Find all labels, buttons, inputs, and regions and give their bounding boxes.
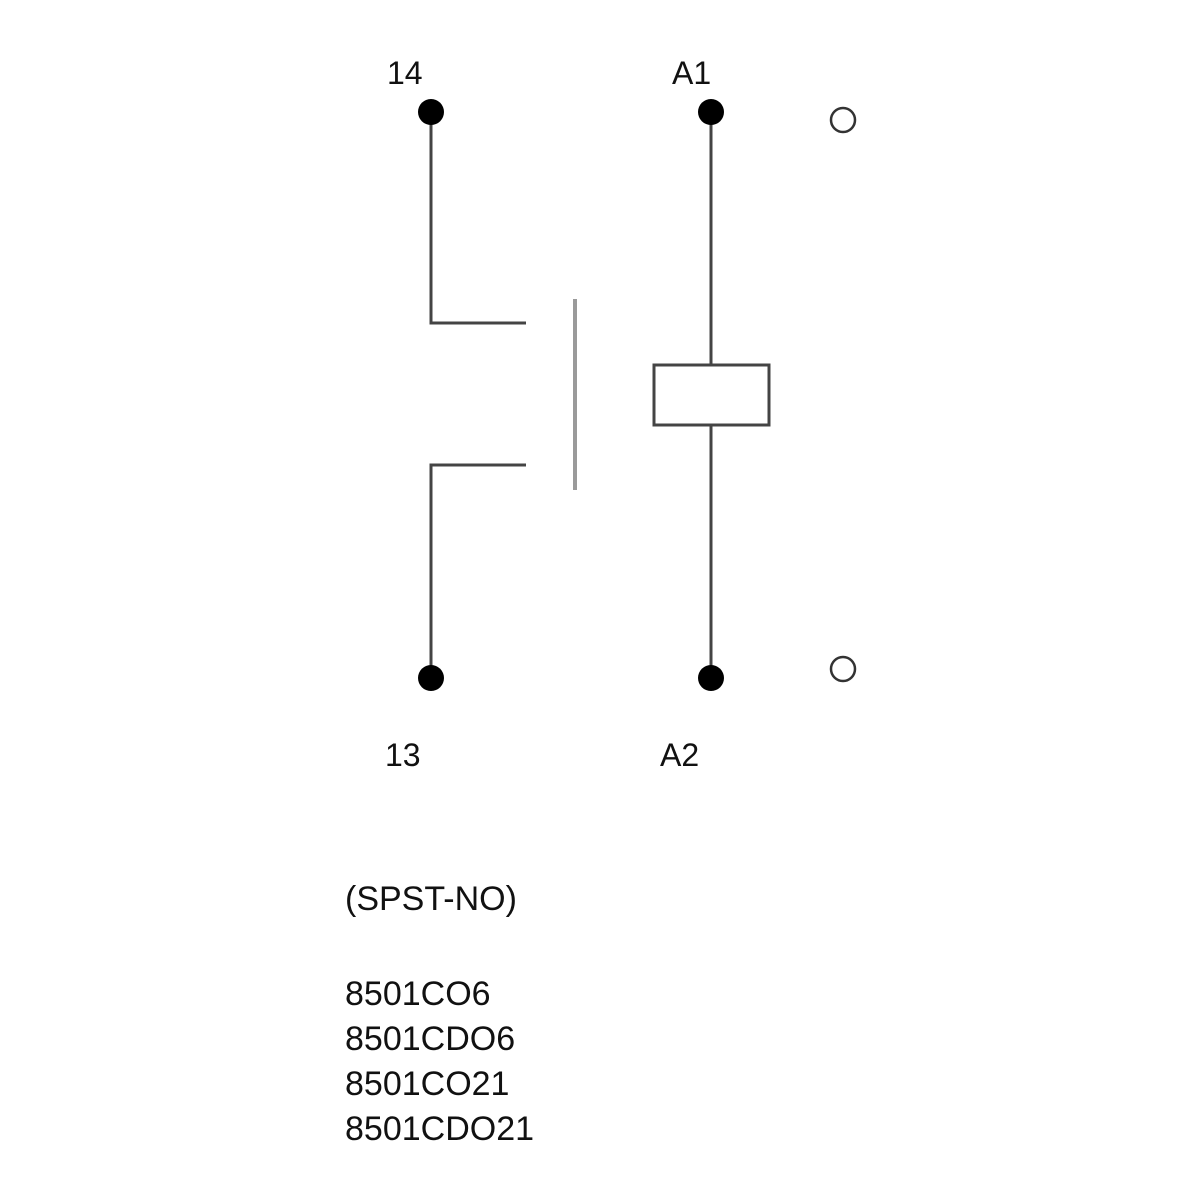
terminal-14-dot xyxy=(418,99,444,125)
open-circle-bottom xyxy=(829,655,857,683)
terminal-label-a1: A1 xyxy=(672,55,711,91)
terminal-label-14: 14 xyxy=(387,55,423,91)
contact-type-label: (SPST-NO) xyxy=(345,880,517,918)
contact-upper-lead xyxy=(429,112,526,325)
terminal-13-dot xyxy=(418,665,444,691)
model-number: 8501CO6 xyxy=(345,975,491,1013)
model-number: 8501CDO6 xyxy=(345,1020,516,1058)
terminal-label-a2: A2 xyxy=(660,737,699,773)
model-number: 8501CDO21 xyxy=(345,1110,535,1148)
open-circle-top xyxy=(829,106,857,134)
coil-symbol xyxy=(652,363,771,427)
contact-lower-lead xyxy=(429,463,526,678)
terminal-label-13: 13 xyxy=(385,737,421,773)
terminal-a1-dot xyxy=(698,99,724,125)
terminal-a2-dot xyxy=(698,665,724,691)
model-list: 8501CO6 8501CDO6 8501CO21 8501CDO21 xyxy=(345,972,534,1152)
model-number: 8501CO21 xyxy=(345,1065,510,1103)
